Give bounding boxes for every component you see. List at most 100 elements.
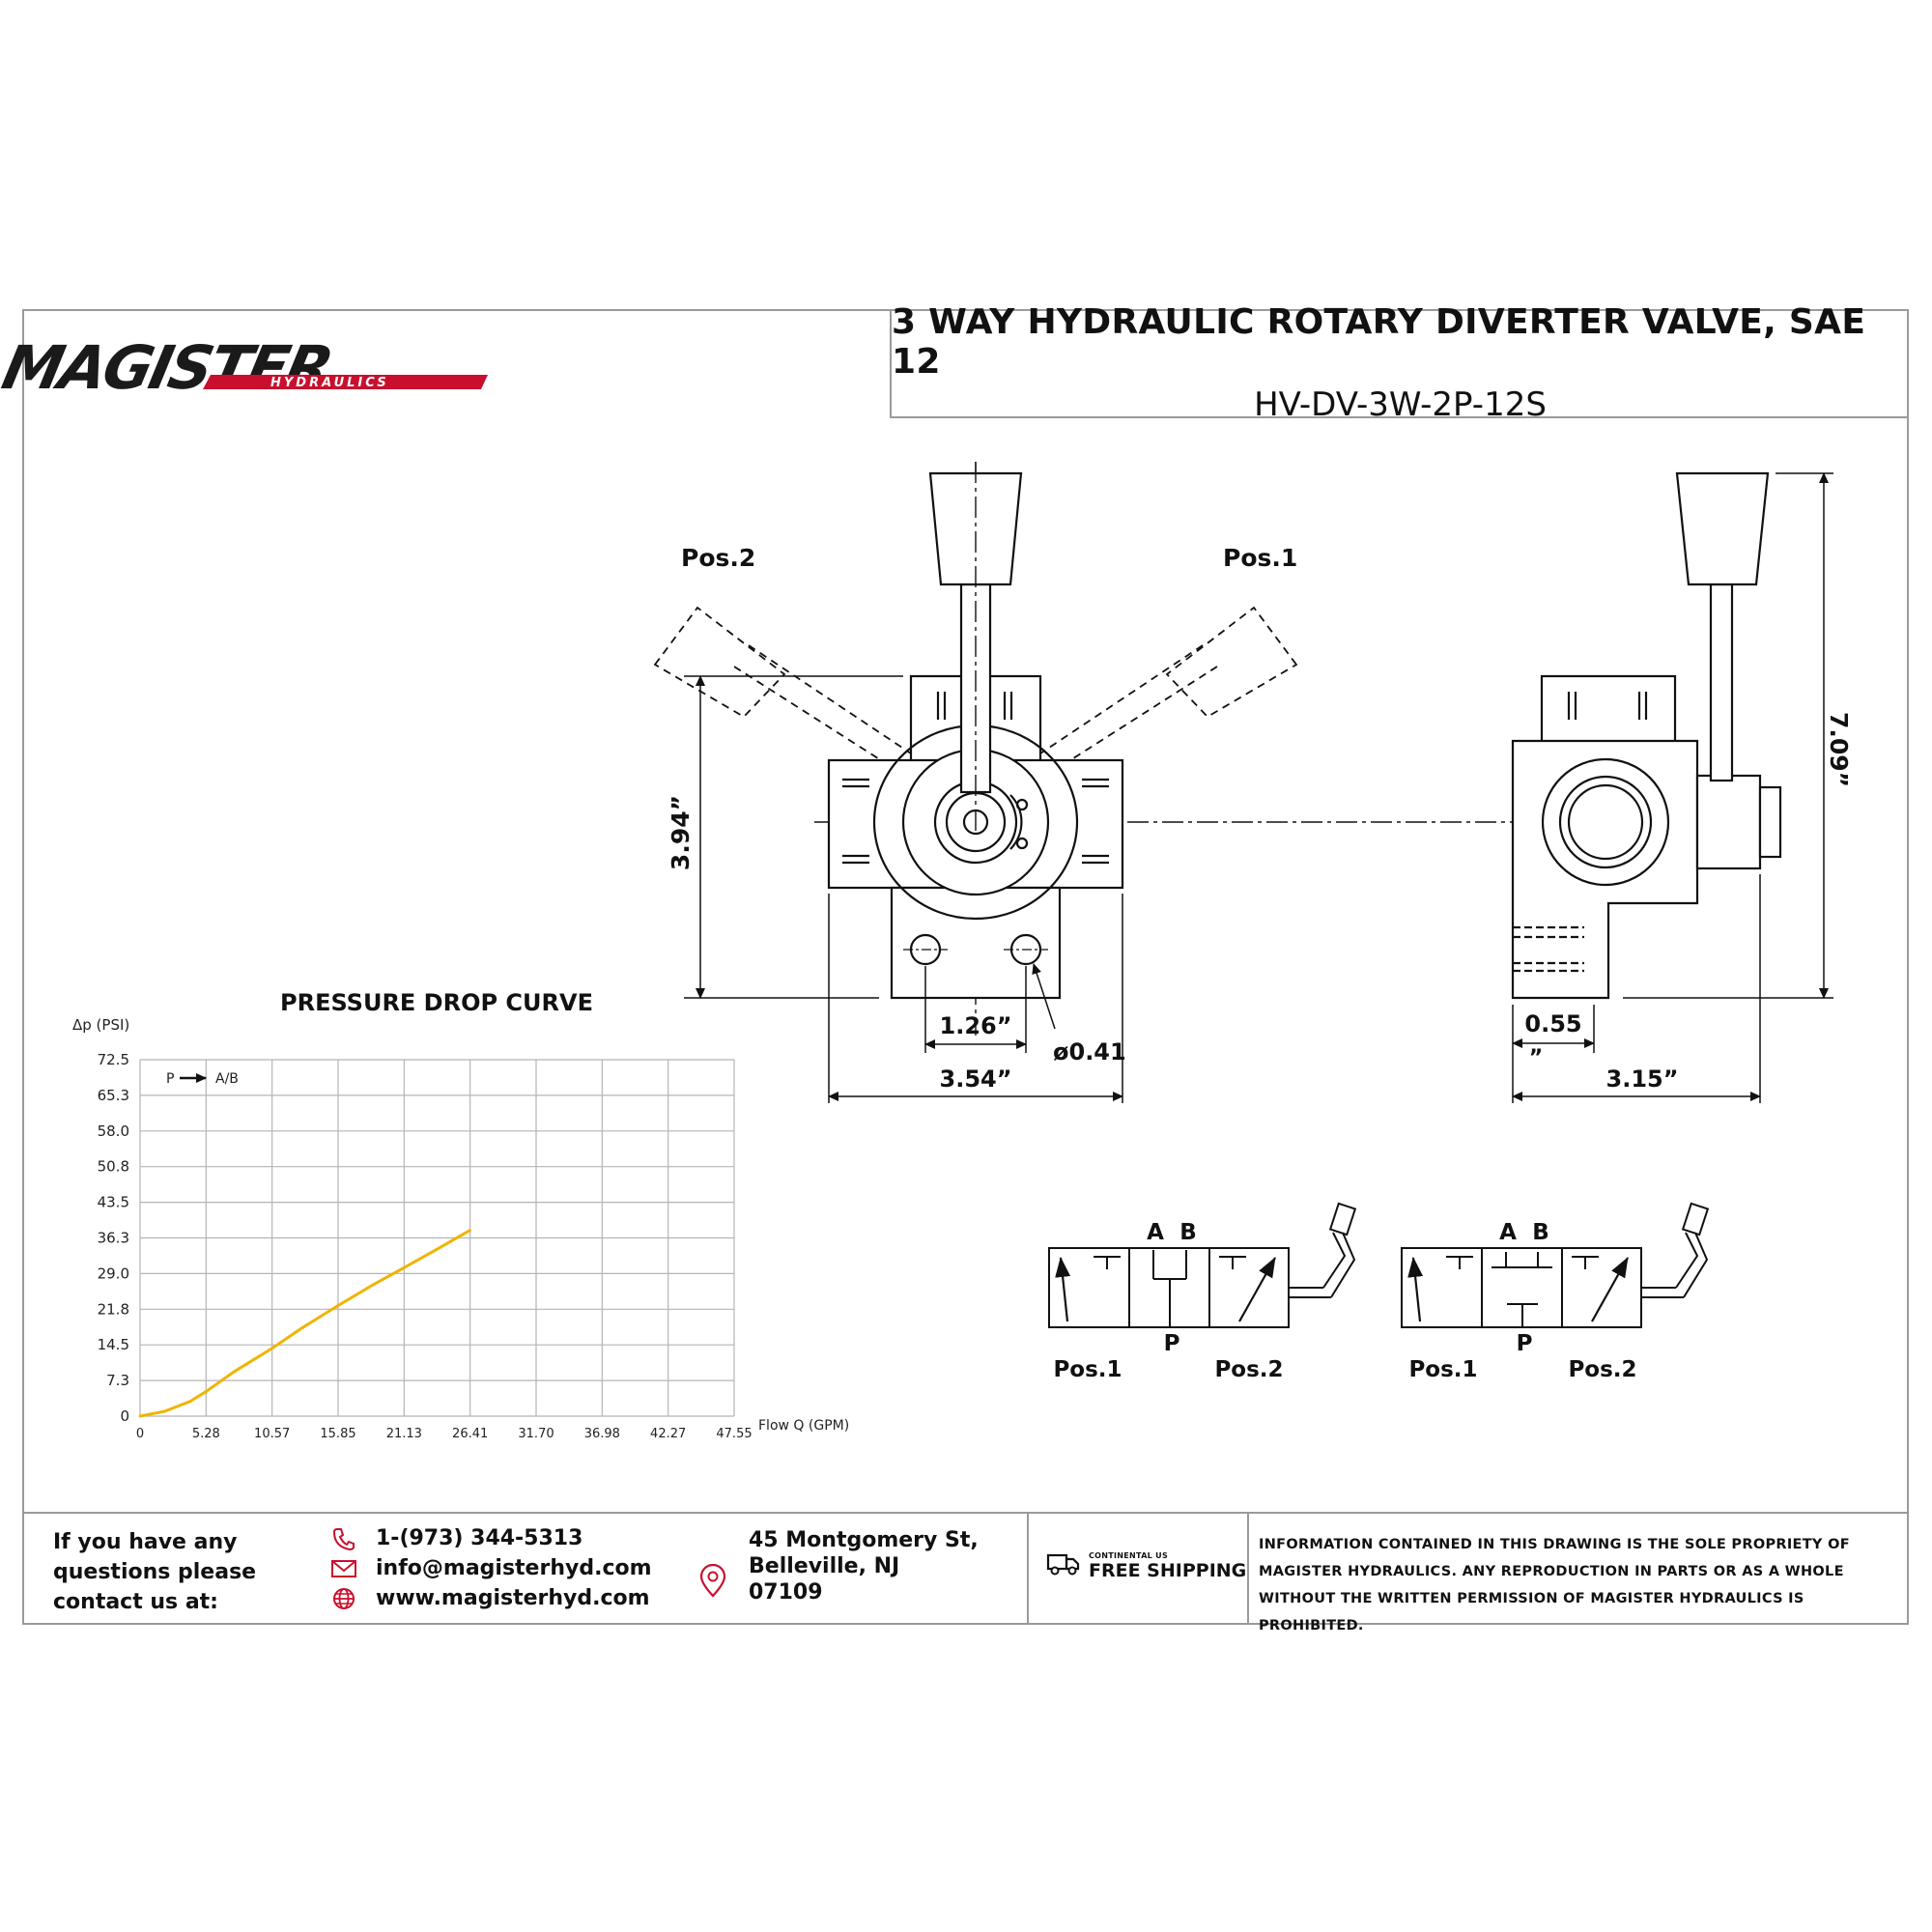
pos1-ghost-handle	[1025, 606, 1298, 783]
chart-data-point	[336, 1304, 340, 1307]
chart-data-point	[138, 1414, 142, 1418]
logo-red-bar	[203, 375, 488, 389]
logo-wordmark: MAGISTER	[0, 333, 336, 403]
email-icon	[329, 1556, 358, 1581]
phone-number[interactable]: 1-(973) 344-5313	[376, 1526, 583, 1550]
contact-prompt: If you have any questions please contact…	[53, 1530, 257, 1614]
chart-y-tick-label: 65.3	[98, 1087, 129, 1104]
truck-icon	[1046, 1550, 1081, 1581]
footer-divider-2	[1247, 1514, 1249, 1625]
chart-y-tick-label: 7.3	[106, 1372, 129, 1389]
chart-ticks: 0 5.28 10.57 15.85 21.13 26.41 31.70 36.98 42.27…	[98, 1051, 753, 1441]
symbol2-pos1: Pos.1	[1408, 1357, 1477, 1382]
symbol1-port-a: A	[1147, 1220, 1164, 1245]
chart-legend: P A/B	[166, 1071, 239, 1087]
chart-x-tick-label: 36.98	[584, 1427, 620, 1441]
chart-x-axis-label: Flow Q (GPM)	[758, 1418, 849, 1434]
symbol1-port-b: B	[1179, 1220, 1197, 1245]
chart-x-tick-label: 42.27	[650, 1427, 686, 1441]
chart-x-tick-label: 31.70	[518, 1427, 554, 1441]
chart-x-tick-label: 10.57	[254, 1427, 290, 1441]
email-address[interactable]: info@magisterhyd.com	[376, 1556, 652, 1580]
chart-data-point	[163, 1409, 167, 1413]
chart-x-tick-label: 5.28	[192, 1427, 220, 1441]
contact-list: 1-(973) 344-5313 info@magisterhyd.com ww…	[329, 1523, 652, 1613]
free-shipping-badge: CONTINENTAL US FREE SHIPPING	[1046, 1550, 1246, 1581]
website-url[interactable]: www.magisterhyd.com	[376, 1586, 650, 1610]
pressure-drop-chart: PRESSURE DROP CURVE Δp (PSI) Flow Q (GPM…	[72, 989, 849, 1441]
mounting-flange	[890, 886, 1062, 1000]
svg-text:A/B: A/B	[215, 1071, 239, 1087]
chart-series	[138, 1229, 471, 1418]
dim-hole-spacing: 1.26”	[940, 1012, 1012, 1039]
dim-side-width: 3.15”	[1606, 1065, 1679, 1093]
pos2-ghost-handle	[653, 606, 926, 783]
chart-y-axis-label: Δp (PSI)	[72, 1016, 129, 1034]
chart-x-tick-label: 26.41	[452, 1427, 488, 1441]
chart-data-point	[232, 1370, 236, 1374]
chart-data-point	[436, 1247, 440, 1251]
chart-y-tick-label: 58.0	[98, 1122, 129, 1140]
chart-y-tick-label: 72.5	[98, 1051, 129, 1068]
website-row[interactable]: www.magisterhyd.com	[329, 1583, 652, 1613]
chart-data-point	[369, 1284, 373, 1288]
phone-row[interactable]: 1-(973) 344-5313	[329, 1523, 652, 1553]
title-block: 3 WAY HYDRAULIC ROTARY DIVERTER VALVE, S…	[890, 302, 1909, 424]
chart-y-tick-label: 21.8	[98, 1300, 129, 1318]
chart-x-tick-label: 0	[136, 1427, 144, 1441]
symbol2-port-p: P	[1517, 1331, 1533, 1356]
chart-y-tick-label: 29.0	[98, 1264, 129, 1282]
product-title: 3 WAY HYDRAULIC ROTARY DIVERTER VALVE, S…	[892, 301, 1866, 382]
phone-icon	[329, 1526, 358, 1551]
magister-logo: MAGISTER HYDRAULICS	[0, 333, 502, 403]
side-view	[1511, 471, 1782, 1000]
symbol2-port-a: A	[1499, 1220, 1517, 1245]
address: 45 Montgomery St, Belleville, NJ 07109	[749, 1528, 979, 1605]
chart-y-tick-label: 43.5	[98, 1194, 129, 1211]
symbol1-pos1: Pos.1	[1053, 1357, 1122, 1382]
chart-data-point	[204, 1390, 208, 1393]
pos2-label: Pos.2	[681, 544, 755, 572]
hydraulic-symbol-2	[1401, 1202, 1710, 1328]
side-dimensions	[1512, 472, 1833, 1103]
email-row[interactable]: info@magisterhyd.com	[329, 1553, 652, 1583]
hydraulic-symbol-1	[1048, 1202, 1357, 1328]
drawing-sheet	[22, 309, 1909, 1625]
side-handle-stem	[1709, 582, 1734, 782]
chart-grid	[139, 1059, 735, 1417]
legal-notice: INFORMATION CONTAINED IN THIS DRAWING IS…	[1259, 1537, 1850, 1634]
chart-data-point	[300, 1325, 304, 1329]
svg-text:P: P	[166, 1071, 174, 1087]
front-dimensions	[684, 675, 1123, 1103]
chart-data-point	[188, 1400, 192, 1404]
dim-total-height: 7.09”	[1825, 712, 1853, 787]
chart-x-tick-label: 21.13	[386, 1427, 422, 1441]
chart-y-tick-label: 36.3	[98, 1230, 129, 1247]
shipping-text: FREE SHIPPING	[1089, 1559, 1247, 1581]
chart-title: PRESSURE DROP CURVE	[280, 989, 593, 1016]
dim-body-height: 3.94”	[667, 795, 695, 870]
chart-series-line	[139, 1229, 471, 1418]
symbol1-pos2: Pos.2	[1214, 1357, 1283, 1382]
dim-side-offset: 0.55	[1524, 1010, 1581, 1037]
logo-subtext: HYDRAULICS	[270, 376, 389, 390]
chart-x-tick-label: 15.85	[320, 1427, 355, 1441]
handle-knob	[928, 471, 1023, 586]
footer: If you have any questions please contact…	[22, 1512, 1909, 1634]
dim-side-offset-mark: ”	[1529, 1046, 1543, 1070]
globe-icon	[329, 1586, 358, 1611]
part-number: HV-DV-3W-2P-12S	[1254, 384, 1547, 424]
location-pin-icon	[698, 1563, 727, 1603]
dim-front-width: 3.54”	[940, 1065, 1012, 1093]
front-view	[653, 462, 1773, 1036]
pos1-label: Pos.1	[1223, 544, 1297, 572]
symbol1-port-p: P	[1164, 1331, 1180, 1356]
side-handle-knob	[1675, 471, 1770, 586]
chart-data-point	[469, 1229, 471, 1233]
chart-y-tick-label: 0	[120, 1407, 129, 1425]
shipping-region: CONTINENTAL US	[1089, 1550, 1169, 1560]
chart-data-point	[270, 1347, 274, 1350]
chart-y-tick-label: 50.8	[98, 1158, 129, 1176]
footer-divider	[1027, 1514, 1029, 1625]
